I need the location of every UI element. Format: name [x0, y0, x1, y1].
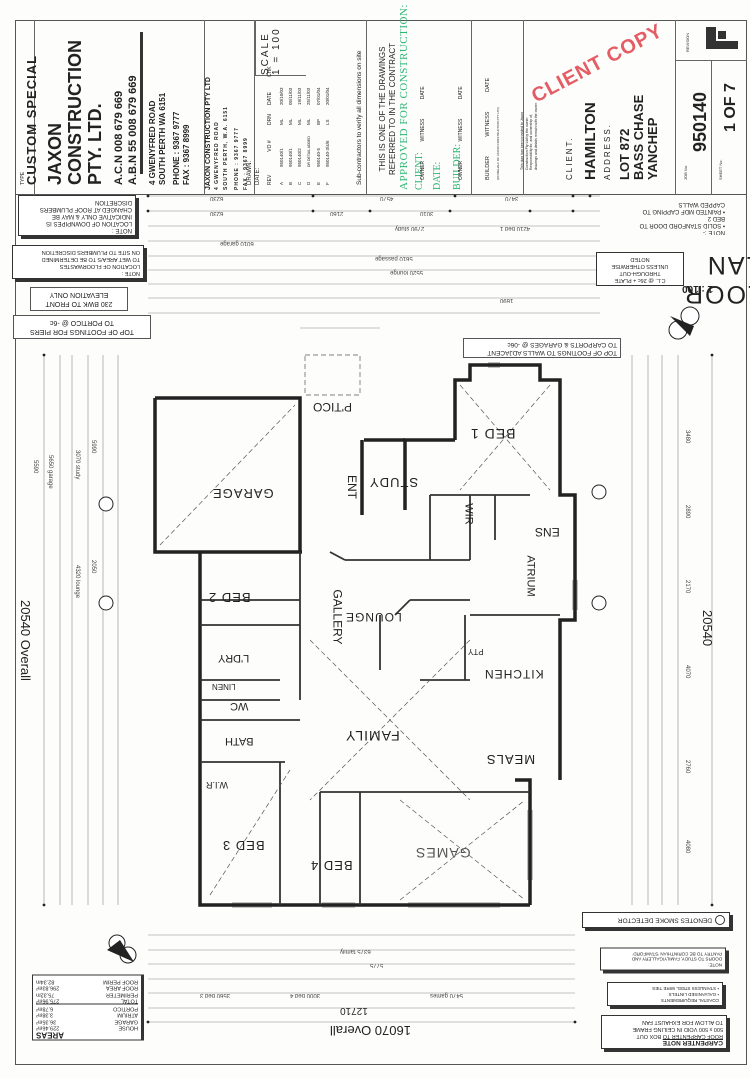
dim-top-4: 6230	[210, 210, 224, 216]
dim-top-2: 4570	[380, 195, 394, 201]
dim-left-2050: 2050	[90, 560, 96, 574]
section-marker-3-4	[107, 934, 137, 964]
elevation-markers	[98, 484, 607, 611]
divider-bar	[140, 32, 143, 174]
dim-top-5: 2160	[330, 210, 344, 216]
dim-top-garage: 6010 garage	[220, 240, 254, 246]
room-games: GAMES	[415, 845, 471, 861]
room-ensuite: ENS	[535, 525, 560, 539]
dim-top-1: 6230	[210, 195, 224, 201]
dim-top-lounge: 5520 lounge	[390, 269, 424, 275]
room-study: STUDY	[369, 475, 419, 490]
overall-width-right: 20540	[700, 610, 715, 647]
room-wir-bed-3: W.I.R	[206, 780, 228, 790]
overall-depth: 16070 Overall	[330, 1023, 411, 1038]
room-gallery: GALLERY	[330, 589, 345, 645]
dim-top-3: 3470	[505, 195, 519, 201]
room-meals: MEALS	[486, 752, 536, 767]
plan-scale: 1 : 100	[682, 283, 714, 294]
dim-bottom-bed3: 3560 bed 3	[200, 992, 231, 998]
dim-right-4070: 4070	[684, 665, 690, 679]
room-laundry: L'DRY	[218, 652, 250, 664]
room-bed-2: BED 2	[208, 590, 251, 605]
dim-left-lounge: 4320 lounge	[74, 565, 80, 599]
room-family: FAMILY	[345, 728, 400, 744]
sheet-border	[15, 20, 747, 1065]
smoke-detector-icon	[715, 915, 725, 925]
dim-bottom-5775: 5775	[370, 962, 384, 968]
dim-bottom-bed4: 3000 bed 4	[290, 992, 321, 998]
note-coastal: COASTAL REQUIREMENTS• GALVANISED LINTELS…	[607, 982, 723, 1006]
dim-top-passage: 5610 passage	[375, 255, 413, 261]
overall-width-left: 20540 Overall	[18, 600, 33, 681]
room-bed-3: BED 3	[222, 838, 265, 853]
dim-top-bed1: 4210 bed 1	[500, 225, 531, 231]
dim-right-2170: 2170	[684, 580, 690, 594]
room-wir: WIR	[462, 503, 475, 525]
scale-box	[255, 20, 306, 76]
room-lounge: LOUNGE	[345, 610, 402, 624]
room-bed-4: BED 4	[310, 858, 353, 873]
dim-bottom-family: 6375 family	[340, 948, 371, 954]
inner-depth: 12710	[340, 1005, 368, 1016]
room-portico: P'TICO	[313, 400, 352, 414]
dim-top-6: 3010	[420, 210, 434, 216]
room-pantry: PTY	[468, 647, 484, 656]
room-garage: GARAGE	[212, 486, 274, 501]
dim-left-study: 3070 study	[74, 450, 80, 480]
room-kitchen: KITCHEN	[484, 667, 544, 681]
room-wc: WC	[230, 700, 249, 712]
room-entry: ENT	[345, 475, 359, 499]
dim-left-5590: 5590	[32, 460, 38, 474]
dim-right-3480: 3480	[684, 430, 690, 444]
dim-right-2760: 2760	[684, 760, 690, 774]
note-smoke-detector: DENOTES SMOKE DETECTOR	[582, 912, 730, 928]
room-atrium: ATRIUM	[524, 555, 537, 597]
revision-letter-glyph	[706, 27, 740, 49]
dim-left-garage: 5650 garage	[47, 455, 53, 489]
dim-right-4080: 4080	[684, 840, 690, 854]
title-block	[15, 20, 747, 195]
dim-right-2890: 2890	[684, 505, 690, 519]
dim-top-kitchen: 1690	[500, 297, 514, 303]
room-bed-1: BED 1	[470, 426, 516, 442]
room-linen: LINEN	[212, 682, 236, 691]
dim-left-5990: 5990	[90, 440, 96, 454]
room-bath: BATH	[225, 735, 254, 747]
section-marker-1-2	[668, 306, 700, 340]
floor-plan-title: FLOOR PLAN	[683, 251, 750, 308]
dim-bottom-games: 5470 games	[430, 992, 464, 998]
dim-top-study: 2790 study	[395, 225, 425, 231]
note-general: NOTE :-• SOLID STANFORD DOOR TO BED 2• P…	[639, 201, 725, 235]
